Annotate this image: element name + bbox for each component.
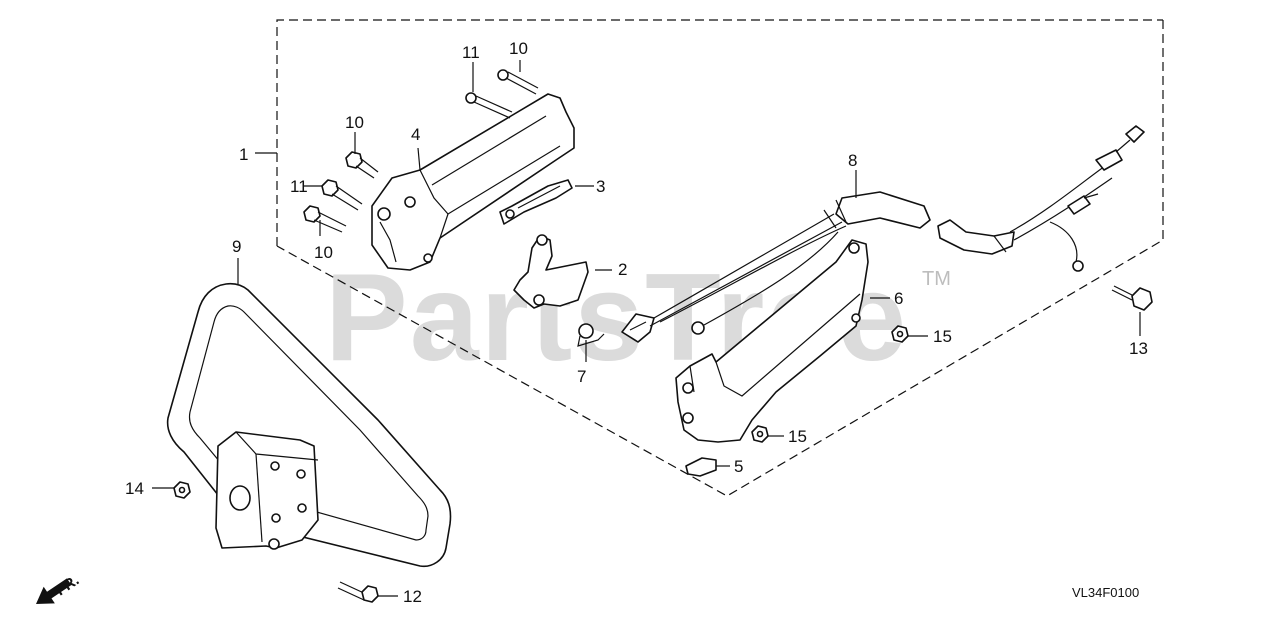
callout-6: 6	[894, 289, 903, 308]
part-11-bolt-middle	[321, 179, 363, 211]
callout-10-lower: 10	[314, 243, 333, 262]
callout-3: 3	[596, 177, 605, 196]
part-10-bolt-lower	[303, 205, 347, 233]
front-direction-arrow-icon	[36, 578, 72, 604]
callout-4: 4	[411, 125, 420, 144]
part-12-bolt	[337, 581, 379, 603]
part-6-handle-housing-lower	[675, 239, 869, 443]
part-10-bolt-middle	[345, 151, 379, 179]
part-10-bolt-top	[497, 69, 539, 95]
part-4-handle-housing-upper	[371, 93, 575, 271]
assembly-boundary	[276, 19, 1164, 497]
callout-13: 13	[1129, 339, 1148, 358]
callout-7: 7	[577, 367, 586, 386]
callout-2: 2	[618, 260, 627, 279]
callout-15-lower: 15	[788, 427, 807, 446]
part-7-spring-clip	[577, 323, 605, 347]
callout-15-upper: 15	[933, 327, 952, 346]
callout-14: 14	[125, 479, 144, 498]
callout-1: 1	[239, 145, 248, 164]
callout-11-middle: 11	[290, 177, 308, 196]
part-5-rubber-block	[685, 457, 717, 477]
leader-lines	[152, 60, 1141, 597]
part-14-nut	[173, 481, 191, 499]
callout-8: 8	[848, 151, 857, 170]
part-9-loop-handle	[166, 282, 452, 568]
part-2-throttle-lever	[513, 234, 589, 309]
callout-10-top: 10	[509, 39, 528, 58]
callout-10-middle: 10	[345, 113, 364, 132]
watermark-trademark: TM	[922, 268, 951, 290]
callout-5: 5	[734, 457, 743, 476]
front-direction-label: FR.	[53, 572, 83, 600]
callout-9: 9	[232, 237, 241, 256]
part-8-cable-assembly	[649, 125, 1145, 335]
part-13-bolt	[1111, 285, 1153, 311]
part-15-nut-lower	[751, 425, 769, 443]
part-11-bolt-top	[465, 92, 513, 119]
diagram-code: VL34F0100	[1072, 585, 1139, 600]
callout-11-top: 11	[462, 43, 480, 62]
part-3-spring	[499, 179, 573, 225]
callout-12: 12	[403, 587, 422, 606]
